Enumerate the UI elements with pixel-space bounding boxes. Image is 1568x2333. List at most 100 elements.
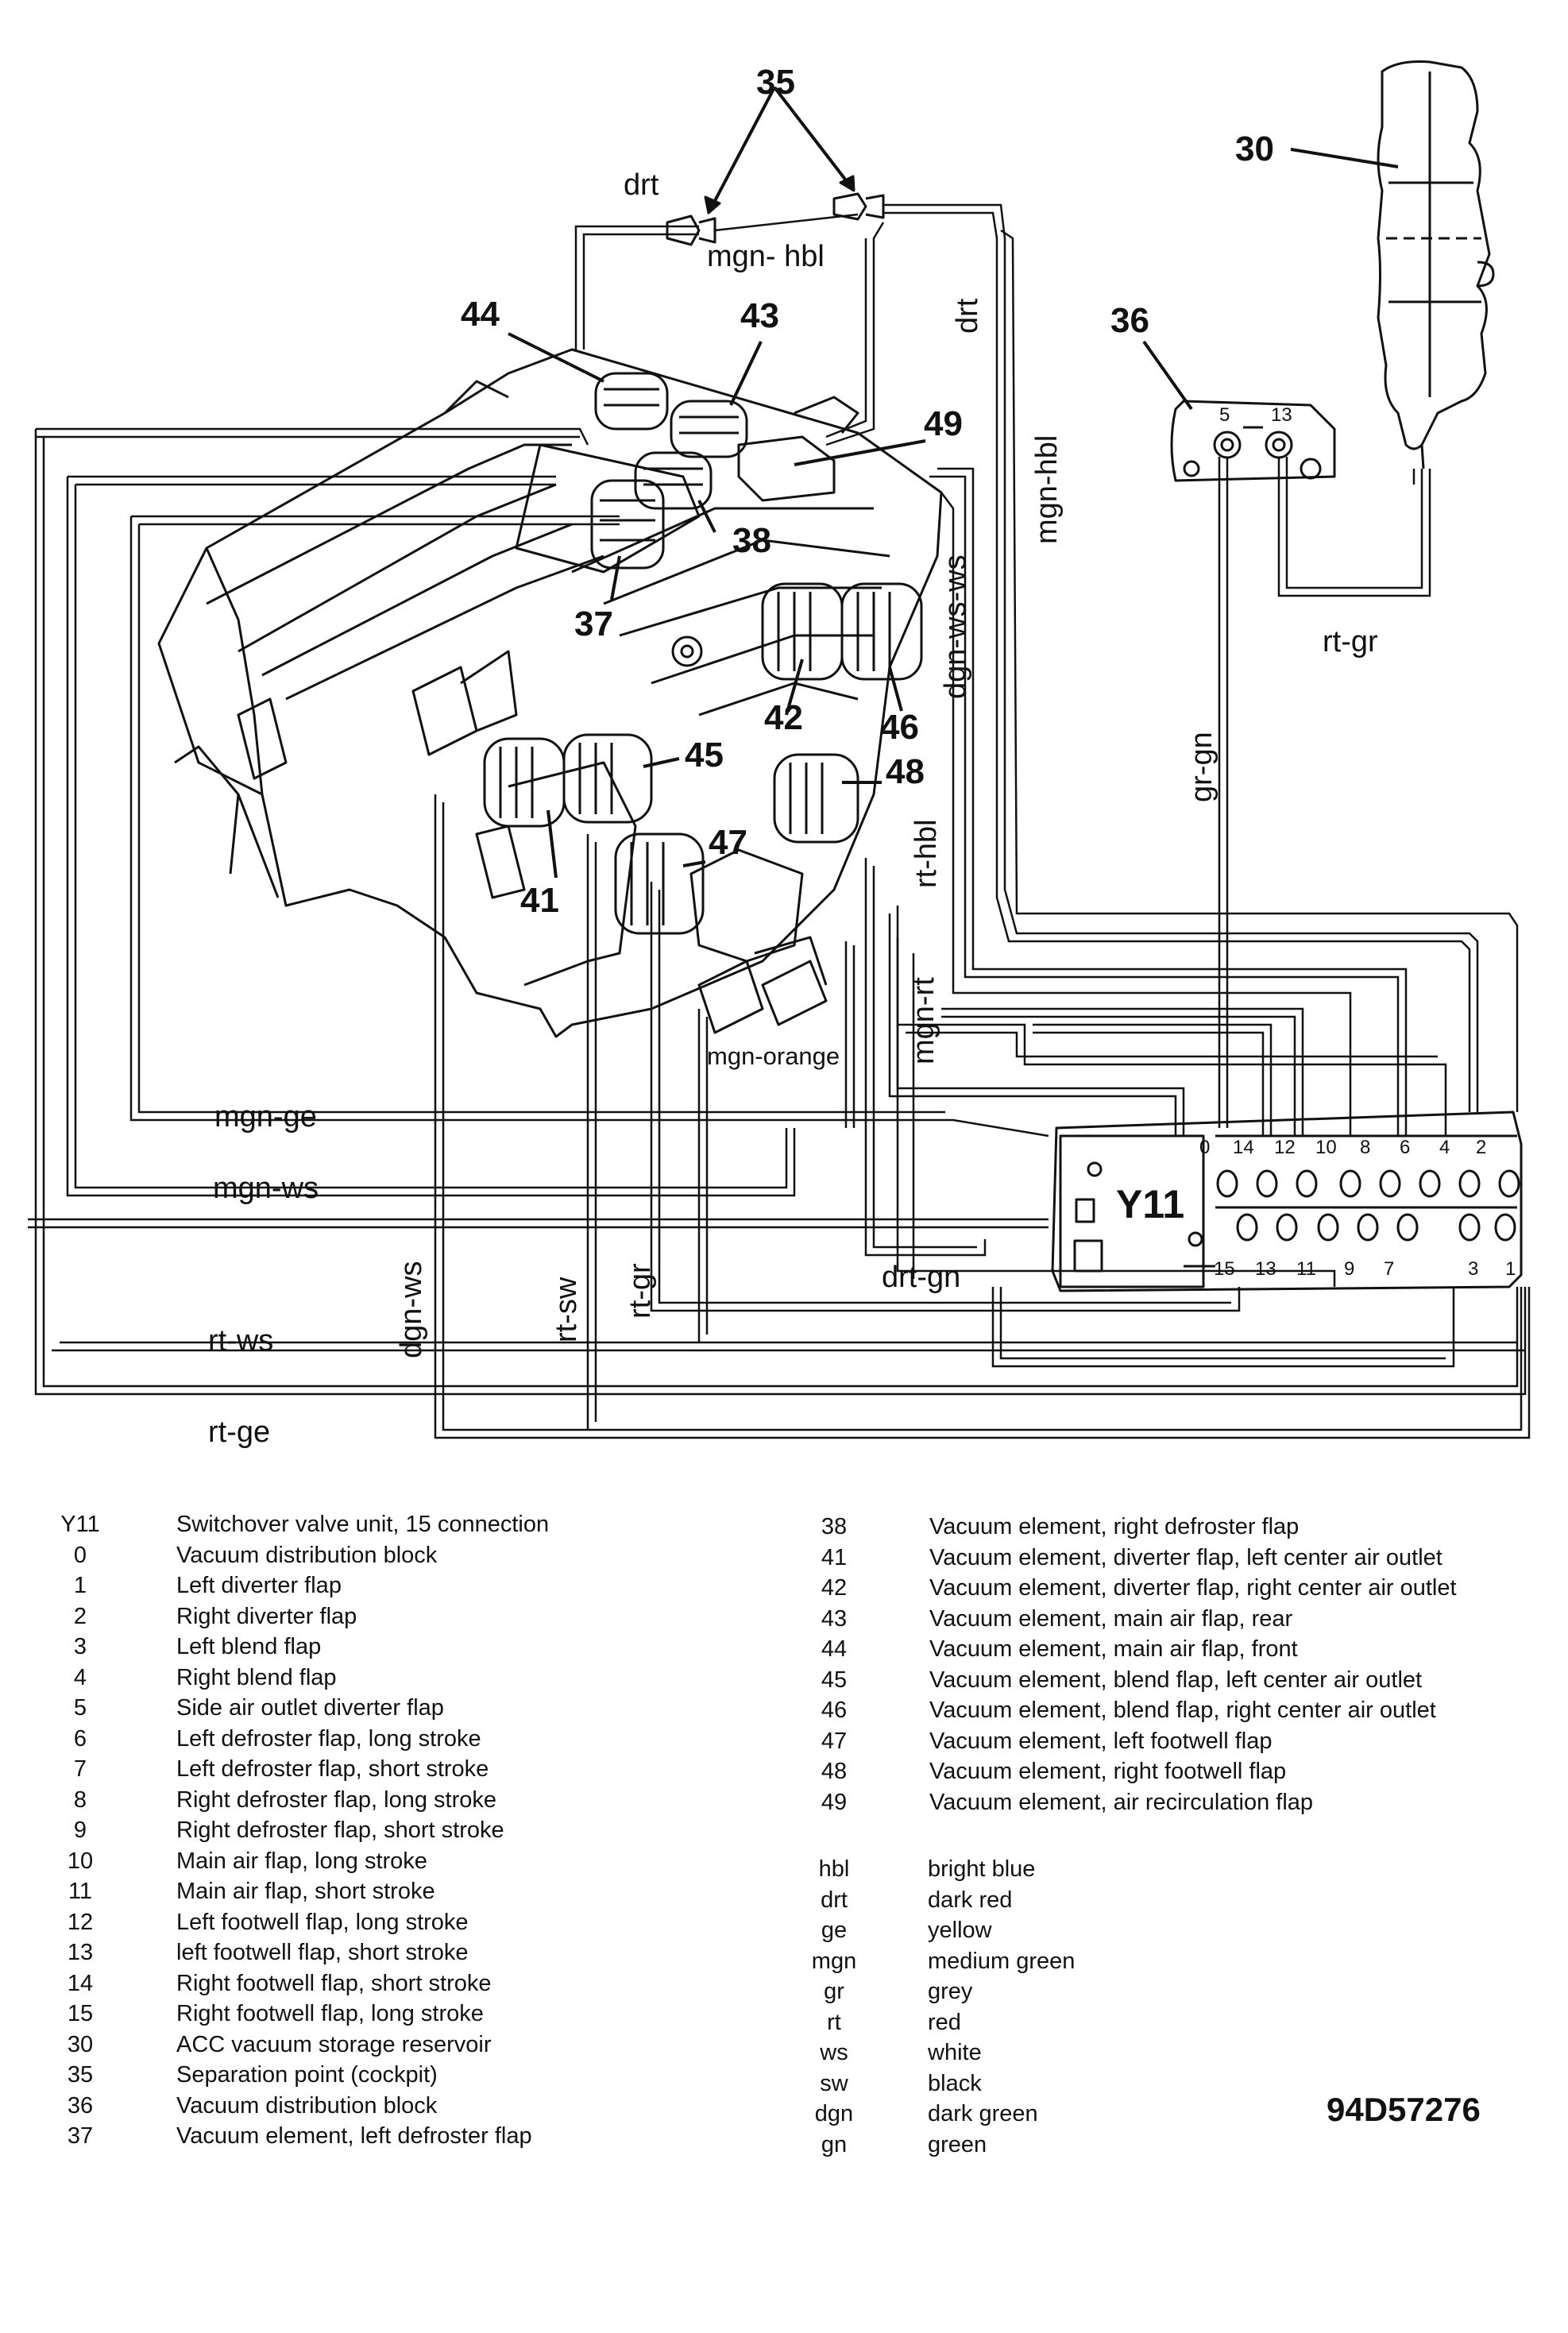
hose-label-dgn-ws: dgn-ws bbox=[395, 1261, 428, 1359]
valve-nipple bbox=[1276, 1213, 1298, 1242]
legend-code: 6 bbox=[73, 1725, 87, 1752]
legend-code: 0 bbox=[73, 1542, 87, 1568]
legend-code: 5 bbox=[73, 1695, 87, 1721]
legend-code: dgn bbox=[814, 2101, 854, 2126]
legend-row: 47 Vacuum element, left footwell flap bbox=[786, 1726, 1457, 1757]
legend-code: 42 bbox=[821, 1575, 848, 1601]
vacuum-element-49 bbox=[737, 396, 859, 502]
legend-description: Vacuum element, left footwell flap bbox=[929, 1728, 1273, 1754]
legend-description: Vacuum element, diverter flap, right cen… bbox=[929, 1575, 1457, 1601]
legend-code: 47 bbox=[821, 1728, 848, 1754]
legend-description: Side air outlet diverter flap bbox=[176, 1695, 444, 1721]
legend-code: 3 bbox=[73, 1634, 87, 1659]
port-10: 10 bbox=[1315, 1137, 1337, 1158]
label-41: 41 bbox=[520, 881, 559, 920]
valve-nipple bbox=[1256, 1169, 1278, 1198]
legend-code: 48 bbox=[821, 1759, 848, 1784]
hose-label-rt-ws: rt-ws bbox=[208, 1324, 273, 1358]
legend-description: Left diverter flap bbox=[176, 1573, 342, 1598]
legend-description: Vacuum element, main air flap, front bbox=[929, 1636, 1298, 1662]
valve-nipple bbox=[1296, 1169, 1318, 1198]
legend-description: Vacuum distribution block bbox=[176, 2092, 438, 2119]
label-49: 49 bbox=[924, 404, 963, 443]
port-7: 7 bbox=[1384, 1258, 1394, 1280]
legend-code: 37 bbox=[67, 2123, 94, 2149]
legend-description: dark red bbox=[928, 1887, 1013, 1913]
switchover-valve-y11 bbox=[1051, 1110, 1523, 1292]
valve-nipple bbox=[1216, 1169, 1238, 1198]
separation-point-35-right bbox=[832, 192, 885, 221]
label-y11: Y11 bbox=[1116, 1182, 1184, 1226]
label-37: 37 bbox=[574, 604, 613, 643]
valve-nipple bbox=[1458, 1169, 1481, 1198]
port-14: 14 bbox=[1233, 1137, 1254, 1158]
label-38: 38 bbox=[732, 521, 771, 560]
legend-description: Right footwell flap, long stroke bbox=[176, 2001, 484, 2026]
legend-code: 2 bbox=[73, 1603, 87, 1629]
vacuum-hoses bbox=[28, 203, 1531, 1439]
legend-description: Switchover valve unit, 15 connection bbox=[176, 1512, 550, 1537]
port-8: 8 bbox=[1360, 1137, 1370, 1158]
label-44: 44 bbox=[461, 295, 500, 334]
legend-code: sw bbox=[820, 2070, 848, 2096]
legend-description: Vacuum distribution block bbox=[176, 1542, 438, 1568]
block36-port-13: 13 bbox=[1271, 404, 1292, 426]
port-3: 3 bbox=[1468, 1258, 1478, 1280]
hose-label-rt-gr-bottom: rt-gr bbox=[624, 1263, 657, 1319]
hose-label-mgn-hbl-top: mgn- hbl bbox=[707, 240, 825, 273]
component-labels: 35 30 36 44 43 49 38 37 42 46 45 48 47 4… bbox=[208, 63, 1516, 1449]
label-45: 45 bbox=[685, 736, 724, 774]
legend-description: Vacuum element, diverter flap, left cent… bbox=[929, 1544, 1442, 1570]
legend-code: ge bbox=[821, 1918, 848, 1943]
legend-code: 35 bbox=[67, 2062, 94, 2088]
vacuum-diagram: 35 30 36 44 43 49 38 37 42 46 45 48 47 4… bbox=[28, 60, 1531, 1449]
legend-code: 46 bbox=[821, 1698, 848, 1723]
legend-row: 42 Vacuum element, diverter flap, right c… bbox=[786, 1573, 1457, 1604]
legend-code: 14 bbox=[67, 1970, 94, 1996]
port-2: 2 bbox=[1476, 1137, 1486, 1158]
legend-description: Vacuum element, air recirculation flap bbox=[929, 1789, 1314, 1815]
valve-nipple bbox=[1494, 1213, 1516, 1242]
legend-code: 4 bbox=[73, 1664, 87, 1690]
port-11: 11 bbox=[1296, 1258, 1316, 1280]
legend-row: 36 Vacuum distribution block bbox=[29, 2091, 549, 2122]
vacuum-element-46 bbox=[840, 582, 923, 681]
port-12: 12 bbox=[1274, 1137, 1296, 1158]
legend-code: 11 bbox=[68, 1879, 93, 1904]
port-15: 15 bbox=[1214, 1258, 1235, 1280]
legend-code: 30 bbox=[67, 2031, 94, 2057]
legend-code: mgn bbox=[811, 1948, 857, 1974]
legend-description: Right defroster flap, long stroke bbox=[176, 1786, 496, 1813]
legend-description: Left footwell flap, long stroke bbox=[176, 1909, 469, 1935]
legend-code: 13 bbox=[67, 1940, 94, 1965]
legend-description: Main air flap, long stroke bbox=[176, 1848, 427, 1874]
legend-code: 36 bbox=[67, 2092, 94, 2119]
legend-description: green bbox=[928, 2131, 987, 2157]
vacuum-element-43 bbox=[670, 400, 748, 458]
legend-description: red bbox=[928, 2009, 961, 2035]
valve-nipple bbox=[1379, 1169, 1401, 1198]
label-42: 42 bbox=[764, 698, 803, 737]
